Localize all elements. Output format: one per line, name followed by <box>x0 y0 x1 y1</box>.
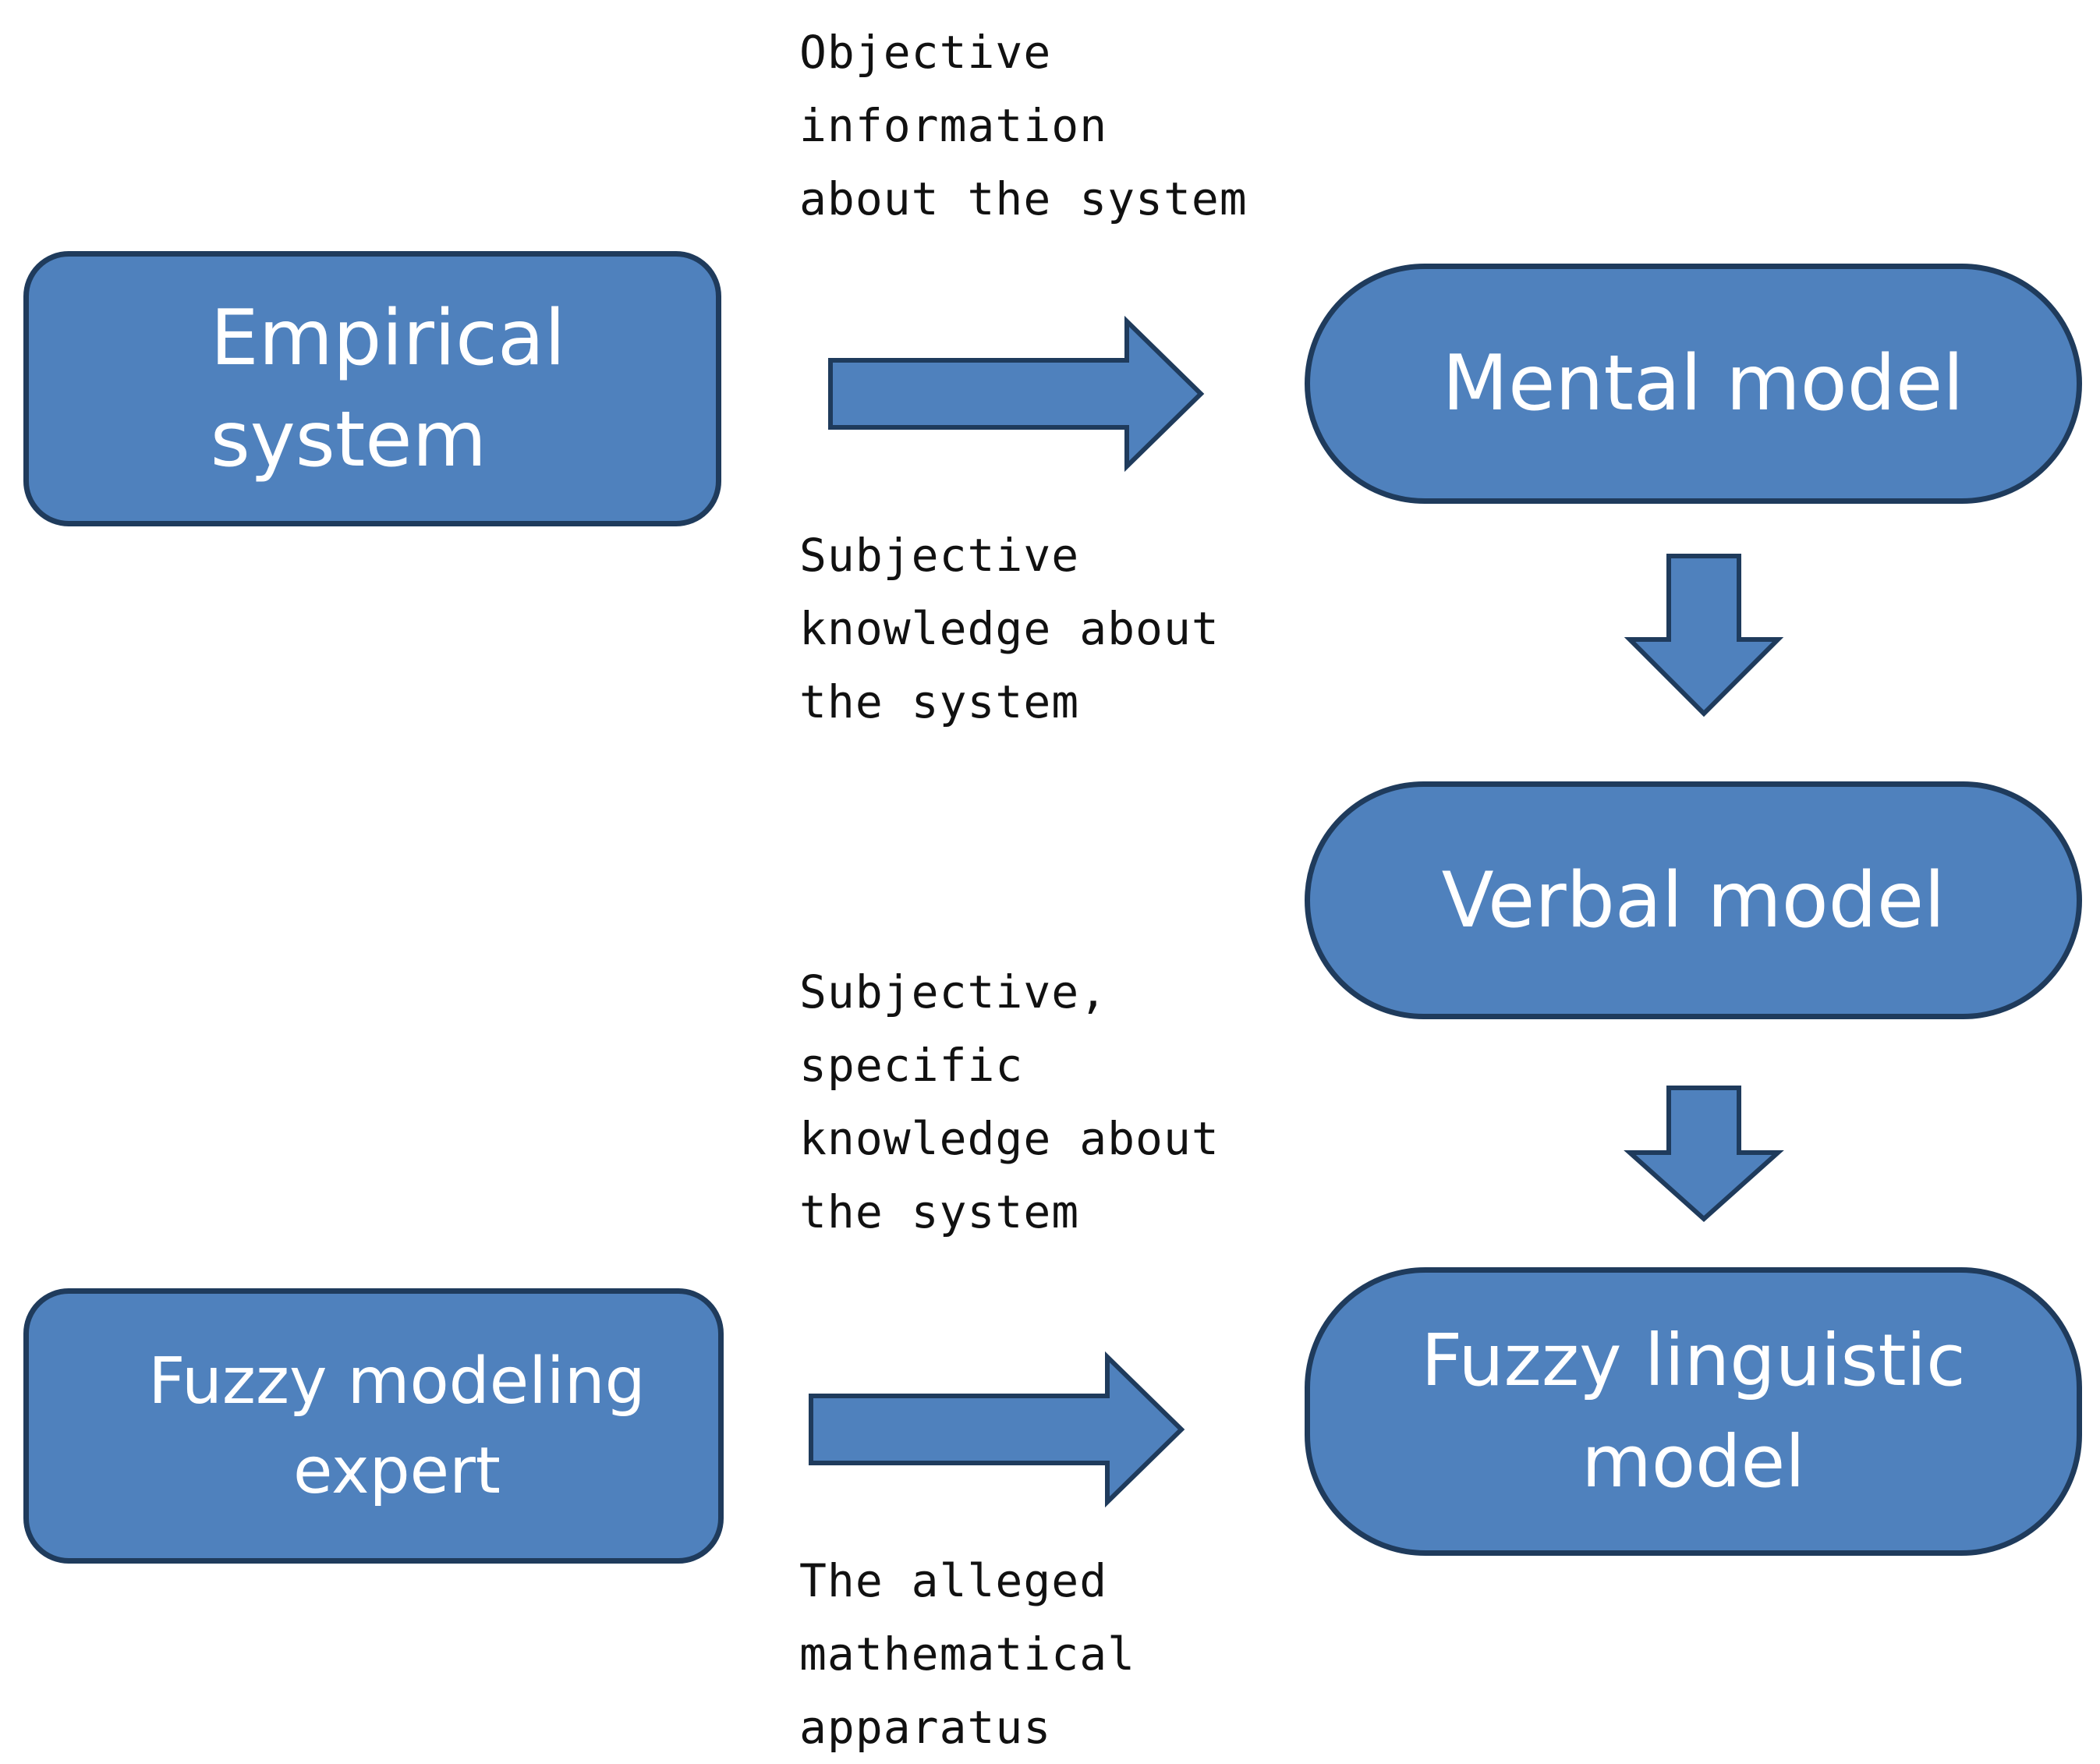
empirical-system-node: Empirical system <box>23 251 721 526</box>
empirical-system-text: Empirical system <box>210 293 566 484</box>
subjective-specific-knowledge-label: Subjective, specific knowledge about the… <box>799 965 1220 1238</box>
verbal-model-node: Verbal model <box>1305 781 2082 1019</box>
mental-model-node: Mental model <box>1305 264 2082 504</box>
fuzzy-linguistic-model-node: Fuzzy linguistic model <box>1305 1267 2082 1556</box>
fuzzy-linguistic-model-text: Fuzzy linguistic model <box>1421 1319 1966 1504</box>
arrow-mental-to-verbal <box>1624 554 1784 717</box>
arrow-empirical-to-mental <box>828 315 1205 473</box>
subjective-knowledge-label: Subjective knowledge about the system <box>799 529 1220 728</box>
fuzzy-modeling-expert-text: Fuzzy modeling expert <box>148 1344 646 1508</box>
objective-information-label: Objective information about the system <box>799 26 1248 225</box>
verbal-model-text: Verbal model <box>1441 855 1946 945</box>
arrow-expert-to-fuzzy-linguistic <box>809 1351 1185 1508</box>
fuzzy-modeling-expert-node: Fuzzy modeling expert <box>23 1288 724 1564</box>
alleged-apparatus-label: The alleged mathematical apparatus <box>799 1554 1136 1754</box>
mental-model-text: Mental model <box>1442 339 1964 428</box>
arrow-verbal-to-fuzzy-linguistic <box>1624 1086 1784 1223</box>
